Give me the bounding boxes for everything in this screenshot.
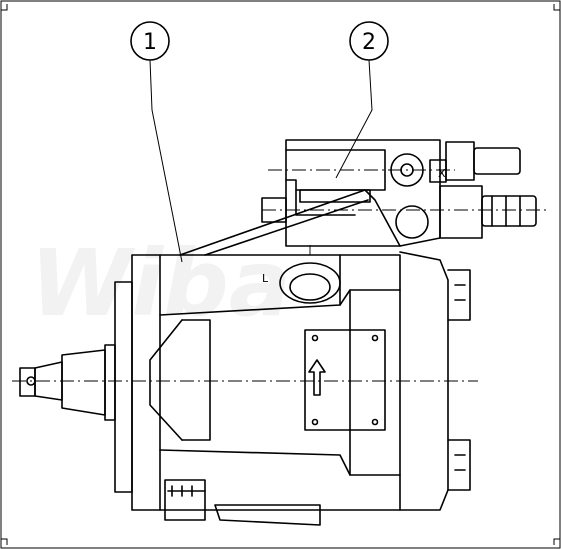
- port-x-label: X: [438, 167, 446, 180]
- bottom-foot: [214, 504, 321, 526]
- callout-1-leader: [149, 59, 183, 263]
- port-l-boss-outer: [279, 262, 341, 304]
- rear-port-upper: [447, 269, 471, 321]
- regulator-body: [285, 139, 441, 247]
- housing-inner-pocket: [181, 319, 211, 441]
- nameplate-screw-tr: [371, 334, 379, 342]
- callout-1: 1: [130, 21, 183, 263]
- housing-inner-taper: [149, 319, 183, 441]
- corner-mark-bl: [1, 538, 8, 545]
- regulator-left-cap: [261, 197, 287, 223]
- bottom-drain-marks: [167, 485, 206, 497]
- lower-fitting-body: [439, 185, 483, 239]
- mounting-flange: [114, 281, 133, 493]
- rear-port-marks: [454, 284, 466, 471]
- shaft-collar: [61, 349, 106, 416]
- rear-port-lower: [447, 439, 471, 491]
- callout-2-label: 2: [362, 30, 376, 55]
- upper-fitting-stem: [473, 147, 521, 175]
- rear-cover-outline: [399, 251, 449, 511]
- nameplate-screw-tl: [311, 334, 319, 342]
- lower-fitting-stem: [481, 195, 537, 227]
- upper-fitting-hex: [445, 141, 475, 181]
- front-flange-shaft: [19, 281, 133, 493]
- lower-valve-outer: [395, 205, 429, 239]
- bottom-drain-block: [164, 479, 206, 521]
- rear-cover: [399, 251, 471, 511]
- regulator-link: [179, 189, 401, 256]
- nameplate: [304, 329, 386, 431]
- shaft-key-hole: [26, 376, 36, 386]
- housing-rib-lines: [339, 254, 351, 476]
- port-l-boss-inner: [289, 273, 331, 301]
- lower-fitting-hex-lines: [491, 195, 521, 227]
- shaft-end: [19, 367, 36, 397]
- corner-mark-br: [553, 538, 560, 545]
- corner-mark-tr: [553, 4, 560, 11]
- port-l-label: L: [262, 272, 269, 285]
- nameplate-screw-br: [371, 418, 379, 426]
- regulator-assembly: X: [261, 139, 548, 247]
- corner-mark-tl: [1, 4, 8, 11]
- nameplate-screw-bl: [311, 418, 319, 426]
- callout-2: 2: [335, 21, 389, 179]
- flange-spigot: [104, 344, 116, 421]
- callout-1-label: 1: [143, 30, 157, 55]
- housing-lower-contour: [159, 449, 401, 476]
- rotation-arrow-icon: [308, 359, 326, 396]
- callout-2-leader: [335, 59, 373, 179]
- regulator-link-inner: [204, 199, 369, 256]
- housing-upper-contour: [159, 289, 401, 316]
